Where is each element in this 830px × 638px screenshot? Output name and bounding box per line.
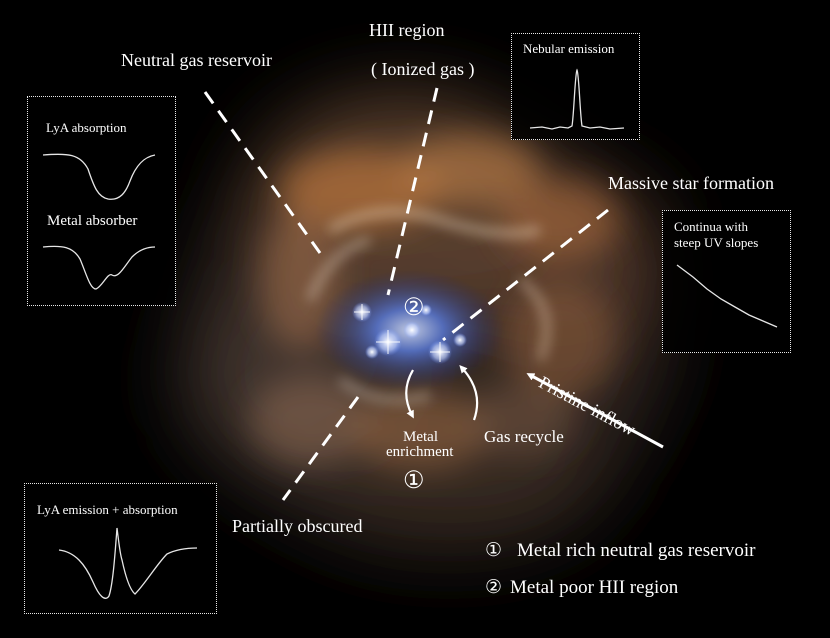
legend-item-2-text: Metal poor HII region	[510, 577, 679, 598]
divider-massive-star	[442, 208, 609, 342]
absorption-spectra-box: LyA absorption Metal absorber	[27, 96, 176, 306]
marker-2-region: ②	[403, 295, 425, 321]
divider-hii-region	[386, 87, 439, 296]
bright-wisps	[305, 207, 552, 404]
lya-emission-absorption-box: LyA emission + absorption	[24, 483, 217, 614]
gas-recycle-arrow	[459, 365, 479, 421]
divider-neutral-gas	[203, 91, 322, 254]
sector-dividers	[203, 87, 609, 501]
massive-star-label: Massive star formation	[608, 173, 774, 193]
legend-item-2-marker: ②	[485, 577, 503, 598]
metal-enrichment-label-line1: Metal	[403, 429, 438, 445]
lya-absorption-spectrum	[42, 153, 156, 200]
nebular-emission-box: Nebular emission	[511, 33, 640, 140]
neutral-gas-label: Neutral gas reservoir	[121, 50, 272, 70]
lya-emission-absorption-spectrum	[58, 527, 198, 599]
uv-continua-title-line2: steep UV slopes	[674, 235, 759, 250]
gas-recycle-label: Gas recycle	[484, 427, 564, 446]
orange-filaments	[250, 135, 620, 470]
blue-star-cluster	[315, 270, 505, 390]
legend-item-1-marker: ①	[485, 540, 503, 561]
uv-continua-spectrum	[676, 264, 778, 328]
lya-emission-absorption-title: LyA emission + absorption	[37, 502, 178, 517]
metal-absorber-title: Metal absorber	[47, 213, 138, 229]
marker-1-region: ①	[403, 468, 425, 494]
hii-region-label: HII region	[369, 20, 445, 40]
legend-item-1-text: Metal rich neutral gas reservoir	[517, 540, 756, 561]
metal-absorber-spectrum	[42, 245, 156, 290]
metal-enrichment-arrow	[405, 369, 414, 419]
nebular-emission-spectrum	[529, 68, 625, 130]
nebular-emission-title: Nebular emission	[523, 41, 615, 56]
uv-continua-title-line1: Continua with	[674, 219, 749, 234]
partially-obscured-label: Partially obscured	[232, 516, 363, 536]
lya-absorption-title: LyA absorption	[46, 120, 127, 135]
uv-continua-box: Continua with steep UV slopes	[662, 210, 791, 353]
metal-enrichment-label-line2: enrichment	[386, 444, 454, 460]
pristine-inflow-arrow	[526, 373, 664, 449]
ionized-gas-label: ( Ionized gas )	[371, 59, 475, 79]
